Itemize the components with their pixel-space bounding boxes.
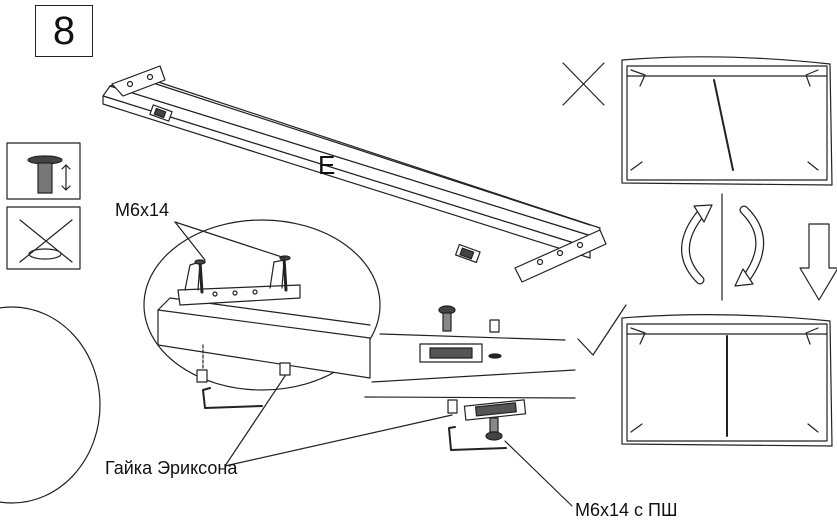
panel-e xyxy=(102,75,601,259)
crossed-screw-icon xyxy=(6,206,81,270)
cross-mark-icon xyxy=(562,62,605,106)
check-mark-icon xyxy=(577,304,627,356)
magnifier-edge xyxy=(0,306,101,504)
board-connector-right xyxy=(455,243,481,264)
screw-label: М6х14 xyxy=(115,200,170,220)
rotate-arrows-icon xyxy=(681,193,765,301)
down-arrow-icon xyxy=(799,223,837,301)
bottom-connector-detail xyxy=(447,399,527,451)
magnifier-circle xyxy=(143,219,381,409)
screw-with-washer-label: М6х14 с ПШ xyxy=(575,500,678,520)
screw-depth-icon xyxy=(6,142,81,200)
board-bracket-right xyxy=(514,229,607,283)
board-bracket-left xyxy=(111,65,166,97)
connector-detail xyxy=(419,305,502,363)
panel-letter: E xyxy=(318,150,336,180)
frame-wrong xyxy=(621,56,833,186)
nut-label: Гайка Эриксона xyxy=(105,458,238,478)
board-connector-left xyxy=(149,104,173,122)
step-number: 8 xyxy=(35,5,93,57)
frame-correct xyxy=(621,314,833,447)
